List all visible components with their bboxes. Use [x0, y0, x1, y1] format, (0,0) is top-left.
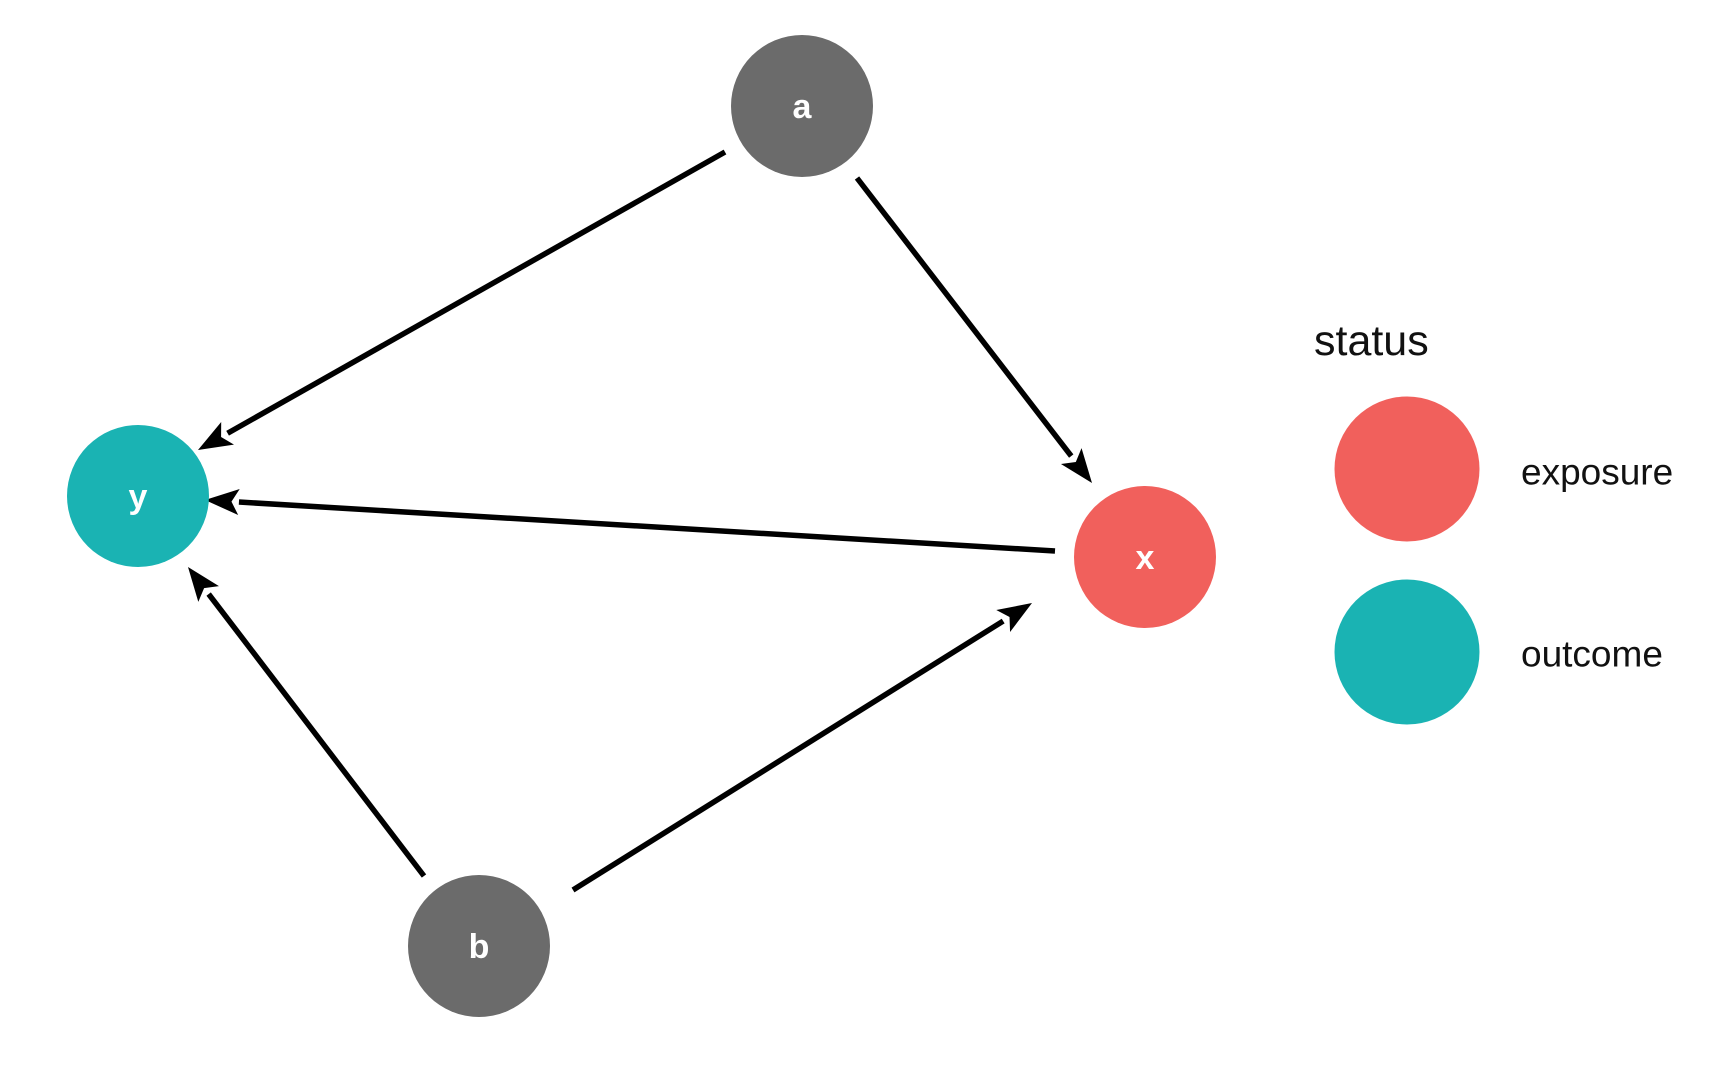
edge-a-to-x	[854, 176, 1092, 483]
legend-marker-exposure[interactable]	[1334, 396, 1480, 542]
edge-b-to-x	[571, 603, 1032, 893]
legend-marker-outcome[interactable]	[1334, 579, 1480, 725]
edge-line	[854, 176, 1074, 458]
arrowhead-icon	[198, 421, 234, 450]
legend-item-exposure[interactable]: exposure	[1334, 396, 1674, 542]
legend-title: status	[1314, 317, 1429, 365]
arrowhead-icon	[188, 567, 219, 602]
node-a[interactable]: a	[731, 35, 873, 177]
arrowhead-icon	[996, 603, 1032, 633]
node-circle-x[interactable]	[1074, 486, 1216, 628]
edge-line	[206, 592, 427, 878]
edge-a-to-y	[198, 149, 727, 450]
arrowhead-icon	[1060, 448, 1092, 483]
legend-label-exposure: exposure	[1521, 452, 1673, 493]
node-x[interactable]: x	[1074, 486, 1216, 628]
node-b[interactable]: b	[408, 875, 550, 1017]
arrowhead-icon	[205, 489, 240, 516]
edge-line	[571, 618, 1005, 893]
node-y[interactable]: y	[67, 425, 209, 567]
edge-x-to-y	[205, 489, 1056, 554]
edge-line	[226, 149, 727, 436]
legend-item-outcome[interactable]: outcome	[1334, 579, 1663, 725]
edges-layer	[188, 149, 1092, 893]
node-circle-a[interactable]	[731, 35, 873, 177]
node-circle-y[interactable]	[67, 425, 209, 567]
legend-label-outcome: outcome	[1521, 634, 1663, 675]
edge-b-to-y	[188, 567, 427, 878]
legend-layer: status exposure outcome	[1314, 317, 1673, 725]
node-circle-b[interactable]	[408, 875, 550, 1017]
edge-line	[238, 499, 1056, 554]
